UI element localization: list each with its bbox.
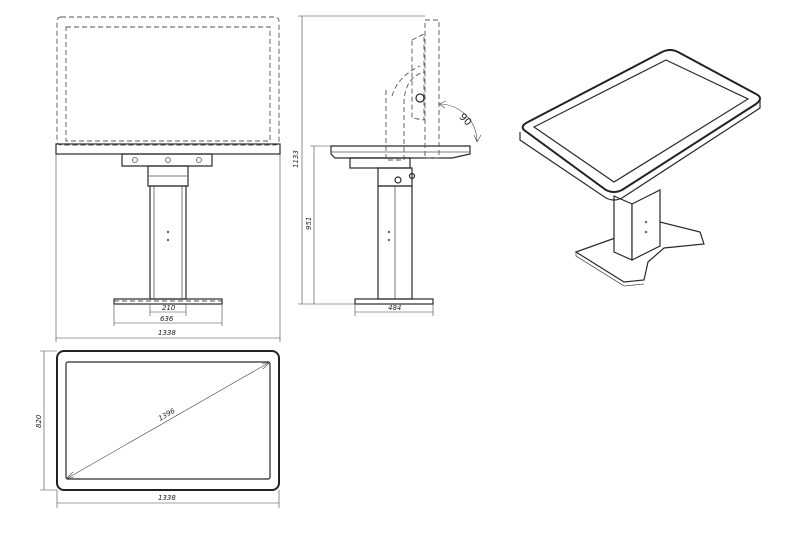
side-view: 90 1133 951 484 bbox=[292, 15, 482, 316]
front-bracket bbox=[121, 153, 213, 167]
iso-base bbox=[574, 221, 705, 283]
front-width-label: 1338 bbox=[158, 329, 176, 337]
top-outer bbox=[56, 350, 280, 491]
side-base bbox=[354, 298, 434, 305]
iso-screen bbox=[532, 59, 750, 183]
front-tabletop bbox=[55, 143, 281, 155]
side-tilt-angle-label: 90 bbox=[457, 112, 474, 129]
side-tabletop bbox=[330, 145, 471, 159]
side-total-height-label: 1133 bbox=[292, 150, 300, 168]
front-base-width-label: 636 bbox=[160, 315, 174, 323]
top-width-label: 1338 bbox=[158, 494, 176, 502]
top-diagonal bbox=[65, 361, 271, 480]
top-screen bbox=[65, 361, 271, 480]
top-view: 1396 820 1338 bbox=[35, 350, 280, 508]
front-screen-inner bbox=[65, 26, 271, 142]
iso-column bbox=[613, 195, 633, 261]
front-screen-outer bbox=[56, 16, 280, 146]
front-column-width-label: 210 bbox=[162, 304, 176, 312]
side-screen-vertical bbox=[424, 19, 440, 159]
front-base bbox=[113, 298, 223, 305]
front-view: 210 636 1338 bbox=[55, 16, 281, 342]
top-depth-label: 820 bbox=[35, 414, 43, 428]
top-diagonal-label: 1396 bbox=[157, 407, 177, 423]
side-lift-arm bbox=[385, 71, 425, 161]
front-column bbox=[149, 185, 187, 300]
side-bracket bbox=[349, 157, 411, 169]
isometric-view bbox=[519, 49, 761, 287]
side-table-height-label: 951 bbox=[305, 217, 313, 230]
side-base-depth-label: 484 bbox=[388, 304, 401, 312]
iso-tabletop bbox=[521, 49, 761, 193]
